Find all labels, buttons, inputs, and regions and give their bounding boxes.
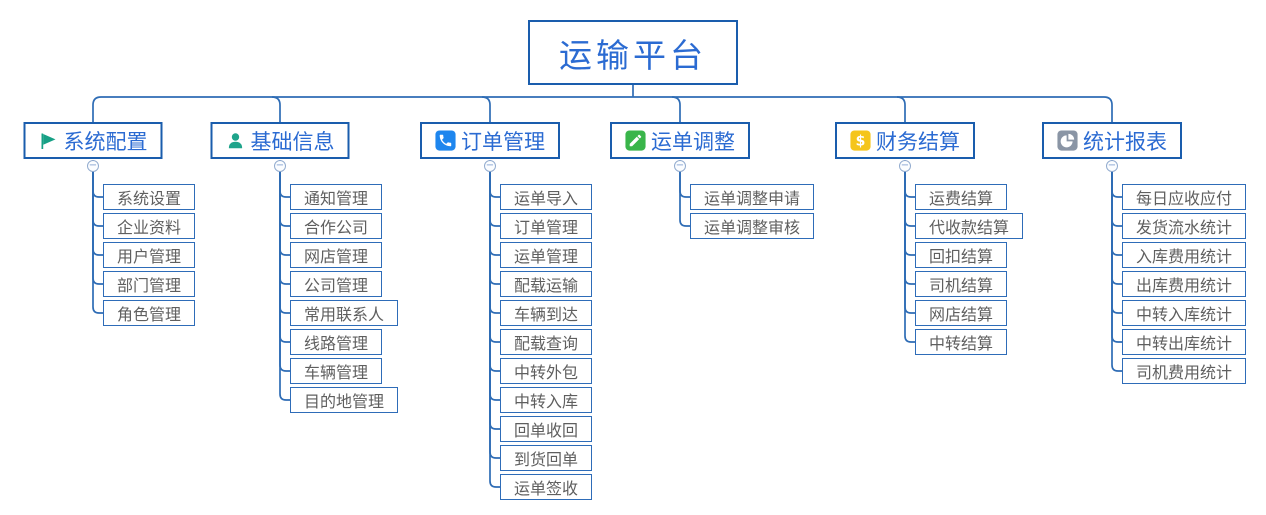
- collapse-toggle[interactable]: −: [87, 160, 99, 172]
- child-node[interactable]: 系统设置: [103, 184, 196, 210]
- flag-icon: [39, 131, 59, 151]
- user-icon: [226, 131, 246, 151]
- child-node[interactable]: 运单签收: [500, 474, 593, 500]
- svg-text:$: $: [856, 133, 866, 149]
- child-node[interactable]: 代收款结算: [915, 213, 1024, 239]
- child-node[interactable]: 司机费用统计: [1122, 358, 1247, 384]
- child-node[interactable]: 企业资料: [103, 213, 196, 239]
- child-node[interactable]: 司机结算: [915, 271, 1008, 297]
- child-node[interactable]: 回单收回: [500, 416, 593, 442]
- child-node[interactable]: 用户管理: [103, 242, 196, 268]
- collapse-toggle[interactable]: −: [674, 160, 686, 172]
- child-node[interactable]: 运费结算: [915, 184, 1008, 210]
- child-node[interactable]: 部门管理: [103, 271, 196, 297]
- branch-label: 订单管理: [461, 129, 545, 154]
- child-node[interactable]: 配载查询: [500, 329, 593, 355]
- branch-node-1[interactable]: 基础信息: [210, 122, 350, 159]
- collapse-toggle[interactable]: −: [1106, 160, 1118, 172]
- child-node[interactable]: 入库费用统计: [1122, 242, 1247, 268]
- child-node[interactable]: 常用联系人: [290, 300, 399, 326]
- child-node[interactable]: 中转出库统计: [1122, 329, 1247, 355]
- child-node[interactable]: 线路管理: [290, 329, 383, 355]
- child-node[interactable]: 车辆管理: [290, 358, 383, 384]
- branch-label: 基础信息: [250, 129, 335, 154]
- child-node[interactable]: 角色管理: [103, 300, 196, 326]
- branch-node-3[interactable]: 运单调整: [610, 122, 750, 159]
- child-node[interactable]: 网店管理: [290, 242, 383, 268]
- collapse-toggle[interactable]: −: [899, 160, 911, 172]
- branch-label: 统计报表: [1083, 129, 1167, 154]
- child-node[interactable]: 配载运输: [500, 271, 593, 297]
- branch-node-2[interactable]: 订单管理: [420, 122, 560, 159]
- phone-icon: [435, 130, 456, 151]
- child-node[interactable]: 网店结算: [915, 300, 1008, 326]
- child-node[interactable]: 运单导入: [500, 184, 593, 210]
- child-node[interactable]: 公司管理: [290, 271, 383, 297]
- child-node[interactable]: 每日应收应付: [1122, 184, 1247, 210]
- root-node-label: 运输平台: [559, 35, 707, 75]
- child-node[interactable]: 中转入库统计: [1122, 300, 1247, 326]
- child-node[interactable]: 合作公司: [290, 213, 383, 239]
- branch-label: 财务结算: [876, 129, 960, 154]
- child-node[interactable]: 出库费用统计: [1122, 271, 1247, 297]
- branch-node-0[interactable]: 系统配置: [23, 122, 163, 159]
- child-node[interactable]: 通知管理: [290, 184, 383, 210]
- branch-node-4[interactable]: $ 财务结算: [835, 122, 975, 159]
- collapse-toggle[interactable]: −: [274, 160, 286, 172]
- collapse-toggle[interactable]: −: [484, 160, 496, 172]
- root-node[interactable]: 运输平台: [528, 20, 738, 85]
- branch-label: 系统配置: [63, 129, 148, 154]
- child-node[interactable]: 目的地管理: [290, 387, 399, 413]
- child-node[interactable]: 运单调整申请: [690, 184, 815, 210]
- child-node[interactable]: 中转入库: [500, 387, 593, 413]
- child-node[interactable]: 订单管理: [500, 213, 593, 239]
- child-node[interactable]: 车辆到达: [500, 300, 593, 326]
- pie-chart-icon: [1057, 130, 1078, 151]
- dollar-icon: $: [850, 130, 871, 151]
- child-node[interactable]: 中转结算: [915, 329, 1008, 355]
- branch-node-5[interactable]: 统计报表: [1042, 122, 1182, 159]
- child-node[interactable]: 中转外包: [500, 358, 593, 384]
- branch-label: 运单调整: [651, 129, 735, 154]
- child-node[interactable]: 到货回单: [500, 445, 593, 471]
- child-node[interactable]: 发货流水统计: [1122, 213, 1247, 239]
- child-node[interactable]: 回扣结算: [915, 242, 1008, 268]
- child-node[interactable]: 运单管理: [500, 242, 593, 268]
- child-node[interactable]: 运单调整审核: [690, 213, 815, 239]
- pencil-icon: [625, 130, 646, 151]
